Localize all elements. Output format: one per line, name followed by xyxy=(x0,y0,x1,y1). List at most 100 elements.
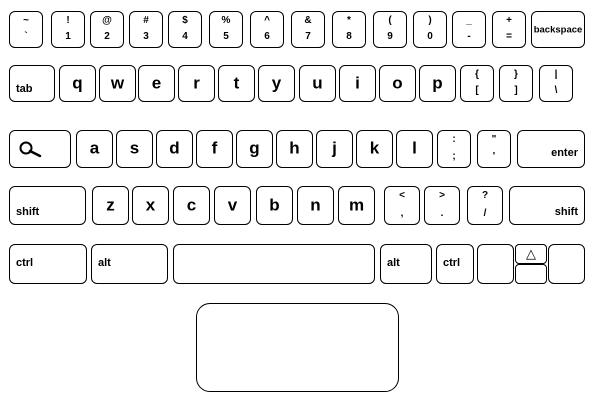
key-number-6[interactable]: ^6 xyxy=(250,11,284,48)
key-label: 5 xyxy=(223,31,229,42)
key-number-9[interactable]: (9 xyxy=(373,11,407,48)
key-shift-label: : xyxy=(452,134,456,145)
key-label: e xyxy=(151,73,162,93)
key-s[interactable]: s xyxy=(116,130,153,168)
key-label: z xyxy=(106,195,115,215)
key-n[interactable]: n xyxy=(297,186,334,225)
key-label: ' xyxy=(492,151,496,162)
key-label: 9 xyxy=(387,31,393,42)
key-punct-0[interactable]: :; xyxy=(437,130,471,168)
key-label: q xyxy=(72,73,83,93)
key-label: c xyxy=(186,195,197,215)
key-label: 3 xyxy=(143,31,149,42)
key-punct-4[interactable]: ?/ xyxy=(467,186,503,225)
key-label: a xyxy=(89,138,100,158)
key-shift-label: ! xyxy=(66,15,70,26)
key-label: u xyxy=(312,73,323,93)
key-number-2[interactable]: @2 xyxy=(90,11,124,48)
key-number-12[interactable]: += xyxy=(492,11,526,48)
key-label: n xyxy=(310,195,321,215)
key-label: l xyxy=(412,138,417,158)
arrow-down-key[interactable] xyxy=(515,264,547,284)
key-label: o xyxy=(392,73,403,93)
key-b[interactable]: b xyxy=(256,186,293,225)
key-label: ; xyxy=(452,151,456,162)
key-label: alt xyxy=(387,257,400,269)
key-u[interactable]: u xyxy=(299,65,336,102)
key-shift-label: ~ xyxy=(23,15,29,26)
arrow-up-key[interactable]: △ xyxy=(515,244,547,264)
key-number-1[interactable]: !1 xyxy=(51,11,85,48)
key-number-11[interactable]: _- xyxy=(452,11,486,48)
key-x[interactable]: x xyxy=(132,186,169,225)
key-label: g xyxy=(249,138,260,158)
key-number-8[interactable]: *8 xyxy=(332,11,366,48)
key-o[interactable]: o xyxy=(379,65,416,102)
key-y[interactable]: y xyxy=(258,65,295,102)
key-q[interactable]: q xyxy=(59,65,96,102)
key-g[interactable]: g xyxy=(236,130,273,168)
key-e[interactable]: e xyxy=(138,65,175,102)
key-punct-1[interactable]: "' xyxy=(477,130,511,168)
key-bracket-1[interactable]: }] xyxy=(499,65,533,102)
key-punct-3[interactable]: >. xyxy=(424,186,460,225)
key-shift-label: ) xyxy=(428,15,432,26)
touchpad[interactable] xyxy=(196,303,399,392)
key-bracket-0[interactable]: {[ xyxy=(460,65,494,102)
backspace-key[interactable]: backspace xyxy=(531,11,585,48)
key-label: alt xyxy=(98,257,111,269)
enter-key[interactable]: enter xyxy=(517,130,585,168)
ctrl-left-key[interactable]: ctrl xyxy=(9,244,87,284)
key-number-10[interactable]: )0 xyxy=(413,11,447,48)
key-m[interactable]: m xyxy=(338,186,375,225)
key-r[interactable]: r xyxy=(178,65,215,102)
shift-right-key[interactable]: shift xyxy=(509,186,585,225)
key-number-5[interactable]: %5 xyxy=(209,11,243,48)
key-label: m xyxy=(348,195,365,215)
key-label: p xyxy=(432,73,443,93)
key-w[interactable]: w xyxy=(99,65,136,102)
key-j[interactable]: j xyxy=(316,130,353,168)
key-punct-2[interactable]: <, xyxy=(384,186,420,225)
key-label: ctrl xyxy=(16,257,34,269)
key-label: b xyxy=(269,195,280,215)
key-l[interactable]: l xyxy=(396,130,433,168)
spacebar-key[interactable] xyxy=(173,244,375,284)
key-d[interactable]: d xyxy=(156,130,193,168)
key-h[interactable]: h xyxy=(276,130,313,168)
key-z[interactable]: z xyxy=(92,186,129,225)
key-label: 0 xyxy=(427,31,433,42)
key-label: x xyxy=(145,195,156,215)
alt-left-key[interactable]: alt xyxy=(91,244,168,284)
key-label: [ xyxy=(475,85,479,96)
key-number-7[interactable]: &7 xyxy=(291,11,325,48)
key-shift-label: ( xyxy=(388,15,392,26)
key-p[interactable]: p xyxy=(419,65,456,102)
key-number-0[interactable]: ~` xyxy=(9,11,43,48)
shift-left-key[interactable]: shift xyxy=(9,186,86,225)
key-shift-label: " xyxy=(491,134,497,145)
key-number-4[interactable]: $4 xyxy=(168,11,202,48)
alt-right-key[interactable]: alt xyxy=(380,244,432,284)
key-a[interactable]: a xyxy=(76,130,113,168)
key-label: 8 xyxy=(346,31,352,42)
key-c[interactable]: c xyxy=(173,186,210,225)
arrow-right-key[interactable] xyxy=(548,244,585,284)
key-label: , xyxy=(400,208,404,219)
key-bracket-2[interactable]: |\ xyxy=(539,65,573,102)
key-t[interactable]: t xyxy=(218,65,255,102)
key-shift-label: { xyxy=(475,69,479,80)
key-label: 7 xyxy=(305,31,311,42)
key-k[interactable]: k xyxy=(356,130,393,168)
key-shift-label: % xyxy=(221,15,231,26)
search-key[interactable] xyxy=(9,130,71,168)
ctrl-right-key[interactable]: ctrl xyxy=(436,244,474,284)
tab-key[interactable]: tab xyxy=(9,65,55,102)
key-f[interactable]: f xyxy=(196,130,233,168)
key-v[interactable]: v xyxy=(214,186,251,225)
arrow-left-key[interactable] xyxy=(477,244,514,284)
key-label: y xyxy=(271,73,282,93)
key-number-3[interactable]: #3 xyxy=(129,11,163,48)
key-label: = xyxy=(506,31,512,42)
key-i[interactable]: i xyxy=(339,65,376,102)
